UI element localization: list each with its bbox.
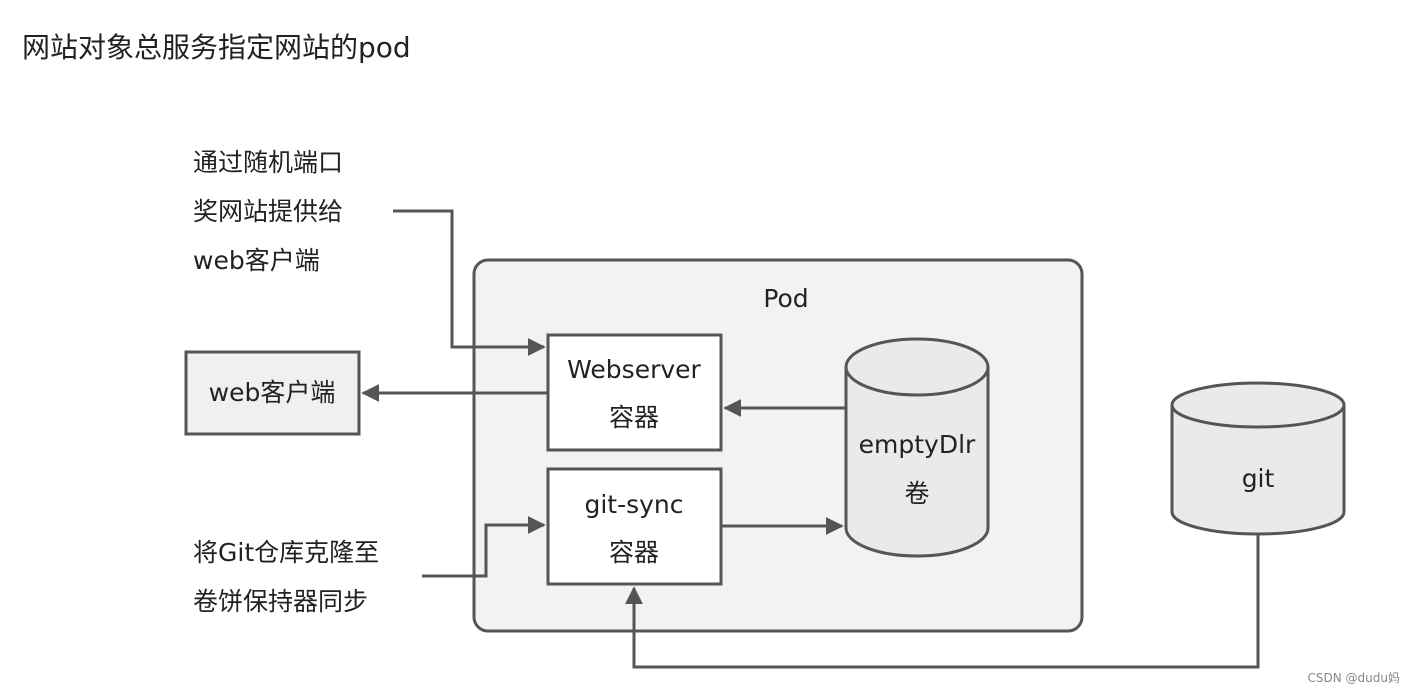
sync-note-line: 卷饼保持器同步 xyxy=(193,587,369,616)
emptydir-volume-cylinder xyxy=(844,337,990,558)
sync-note-to-git-sync-arrow xyxy=(422,516,546,578)
webserver-sub-label: 容器 xyxy=(609,403,659,432)
port-note-line: 奖网站提供给 xyxy=(193,197,344,226)
emptydir-sub-label: 卷 xyxy=(904,479,929,508)
git-sync-sub-label: 容器 xyxy=(609,538,659,567)
port-note-line: web客户端 xyxy=(193,246,320,275)
git-repository-cylinder xyxy=(1170,381,1346,536)
page-title: 网站对象总服务指定网站的pod xyxy=(22,31,411,64)
sync-note: 将Git仓库克隆至 卷饼保持器同步 xyxy=(193,528,379,626)
git-sync-label: git-sync xyxy=(584,490,683,519)
webserver-label: Webserver xyxy=(567,355,701,384)
git-to-git-sync-arrow xyxy=(625,534,1260,669)
pod-label: Pod xyxy=(763,284,808,313)
sync-note-line: 将Git仓库克隆至 xyxy=(193,538,380,567)
web-client-box xyxy=(184,350,361,436)
port-note-line: 通过随机端口 xyxy=(193,148,344,177)
watermark: CSDN @dudu妈 xyxy=(1307,671,1400,685)
webserver-container-box xyxy=(546,333,723,452)
git-label: git xyxy=(1242,464,1275,493)
web-client-label: web客户端 xyxy=(209,378,336,407)
port-note-to-webserver-arrow xyxy=(393,209,546,356)
emptydir-label: emptyDlr xyxy=(859,430,976,459)
port-note: 通过随机端口 奖网站提供给 web客户端 xyxy=(193,138,343,285)
